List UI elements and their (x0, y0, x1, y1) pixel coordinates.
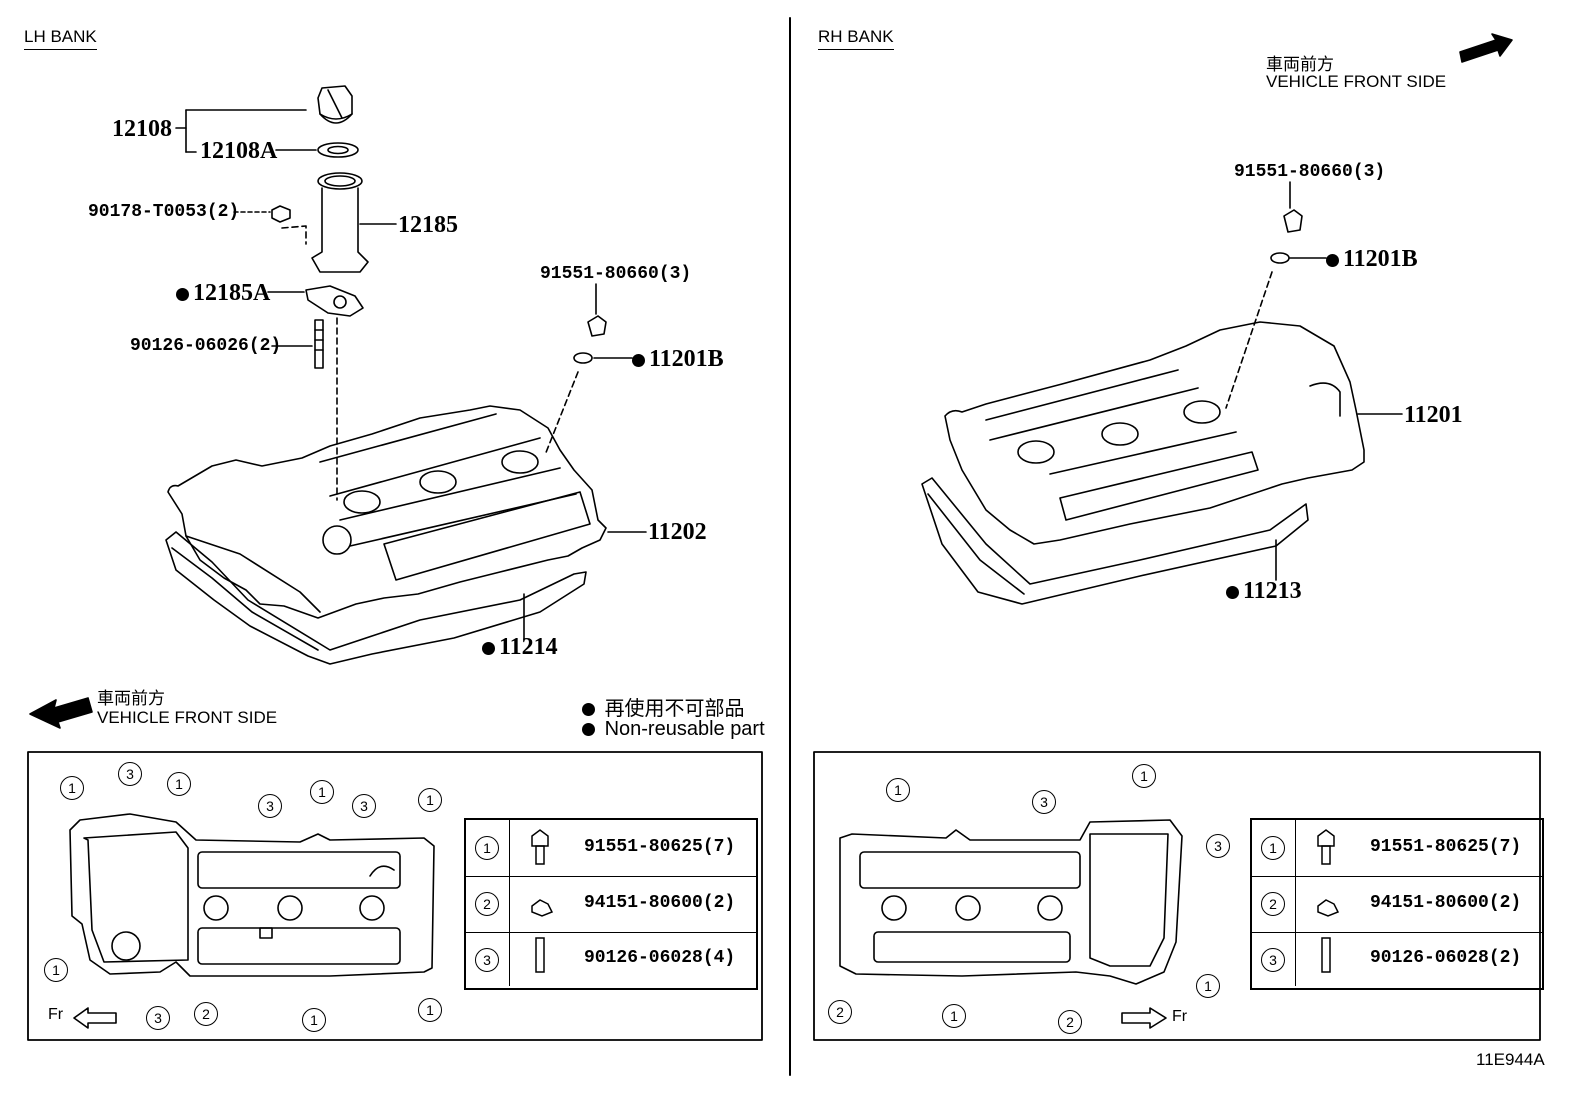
legend-dot (582, 723, 595, 736)
lh-fastener-table: 1 91551-80625(7) 2 94151-80600(2) 3 9012… (464, 818, 758, 990)
lh-callout: 2 (194, 1002, 218, 1026)
part-12108a: 12108A (200, 138, 278, 164)
part-90126: 90126-06026(2) (130, 336, 282, 356)
figure-code: 11E944A (1476, 1050, 1545, 1069)
lh-callout: 1 (44, 958, 68, 982)
lh-callout: 3 (352, 794, 376, 818)
lh-callout: 1 (418, 788, 442, 812)
lh-callout: 1 (167, 772, 191, 796)
row-part: 90126-06028(4) (584, 948, 736, 968)
lh-head-cover-gasket (165, 531, 587, 665)
lh-fr-arrow (73, 1007, 117, 1029)
row-number: 1 (1261, 836, 1285, 860)
legend-en: Non-reusable part (582, 718, 765, 741)
non-reusable-dot (632, 354, 645, 367)
part-12185a: 12185A (176, 280, 270, 307)
rh-fr-label: Fr (1172, 1008, 1188, 1025)
row-part: 91551-80625(7) (1370, 837, 1522, 857)
legend-dot (582, 703, 595, 716)
part-11202: 11202 (648, 519, 707, 545)
part-11214: 11214 (482, 634, 558, 661)
table-row: 2 94151-80600(2) (1252, 876, 1542, 933)
table-row: 3 90126-06028(4) (466, 932, 756, 986)
row-number: 1 (475, 836, 499, 860)
lh-callout: 3 (258, 794, 282, 818)
rh-callout: 2 (1058, 1010, 1082, 1034)
lh-bank-label: LH BANK (24, 27, 97, 50)
non-reusable-dot (1326, 254, 1339, 267)
part-11201: 11201 (1404, 402, 1463, 428)
lh-gasket-top-view (69, 813, 435, 977)
oil-filler-pipe (311, 187, 369, 273)
rh-callout: 1 (1132, 764, 1156, 788)
row-number: 3 (1261, 948, 1285, 972)
rh-fastener-table: 1 91551-80625(7) 2 94151-80600(2) 3 9012… (1250, 818, 1544, 990)
rh-callout: 1 (886, 778, 910, 802)
nut-90178 (271, 205, 291, 223)
lh-front-label-en: VEHICLE FRONT SIDE (97, 708, 278, 727)
rh-fr-arrow (1121, 1007, 1167, 1029)
cap-gasket (317, 142, 359, 158)
bolt-91551-lh (587, 315, 607, 337)
bolt-91551-rh (1283, 209, 1303, 233)
legend-jp: 再使用不可部品 (582, 692, 745, 721)
row-part: 94151-80600(2) (584, 893, 736, 913)
lh-front-arrow (29, 697, 93, 729)
non-reusable-dot (176, 288, 189, 301)
lh-callout: 1 (302, 1008, 326, 1032)
lh-callout: 3 (118, 762, 142, 786)
part-12108: 12108 (112, 116, 172, 142)
lh-front-label-jp: 車両前方 (97, 689, 165, 708)
rh-callout: 1 (1196, 974, 1220, 998)
lh-callout: 1 (310, 780, 334, 804)
rh-head-cover (944, 321, 1365, 545)
rh-bank-label: RH BANK (818, 27, 894, 50)
stud-90126 (314, 319, 324, 369)
lh-head-cover (167, 405, 607, 619)
row-part: 94151-80600(2) (1370, 893, 1522, 913)
lh-callout: 1 (60, 776, 84, 800)
non-reusable-dot (1226, 586, 1239, 599)
rh-callout: 3 (1206, 834, 1230, 858)
table-row: 3 90126-06028(2) (1252, 932, 1542, 986)
table-row: 1 91551-80625(7) (1252, 820, 1542, 877)
rh-callout: 3 (1032, 790, 1056, 814)
table-row: 2 94151-80600(2) (466, 876, 756, 933)
pipe-gasket (305, 285, 364, 317)
part-90178: 90178-T0053(2) (88, 202, 240, 222)
part-12185: 12185 (398, 212, 458, 238)
part-91551-lh: 91551-80660(3) (540, 264, 692, 284)
rh-head-cover-gasket (921, 477, 1309, 605)
rh-gasket-top-view (839, 819, 1183, 985)
part-11201b-rh: 11201B (1326, 246, 1418, 273)
row-part: 90126-06028(2) (1370, 948, 1522, 968)
non-reusable-dot (482, 642, 495, 655)
row-number: 2 (475, 892, 499, 916)
part-91551-rh: 91551-80660(3) (1234, 162, 1386, 182)
part-11201b-lh: 11201B (632, 346, 724, 373)
lh-callout: 3 (146, 1006, 170, 1030)
rh-callout: 2 (828, 1000, 852, 1024)
table-row: 1 91551-80625(7) (466, 820, 756, 877)
rh-front-label-en: VEHICLE FRONT SIDE (1266, 72, 1447, 91)
row-number: 2 (1261, 892, 1285, 916)
rh-front-label-jp: 車両前方 (1266, 55, 1334, 74)
row-number: 3 (475, 948, 499, 972)
rh-front-arrow (1459, 33, 1513, 63)
lh-callout: 1 (418, 998, 442, 1022)
row-part: 91551-80625(7) (584, 837, 736, 857)
lh-fr-label: Fr (48, 1006, 64, 1023)
part-11213: 11213 (1226, 578, 1302, 605)
rh-callout: 1 (942, 1004, 966, 1028)
